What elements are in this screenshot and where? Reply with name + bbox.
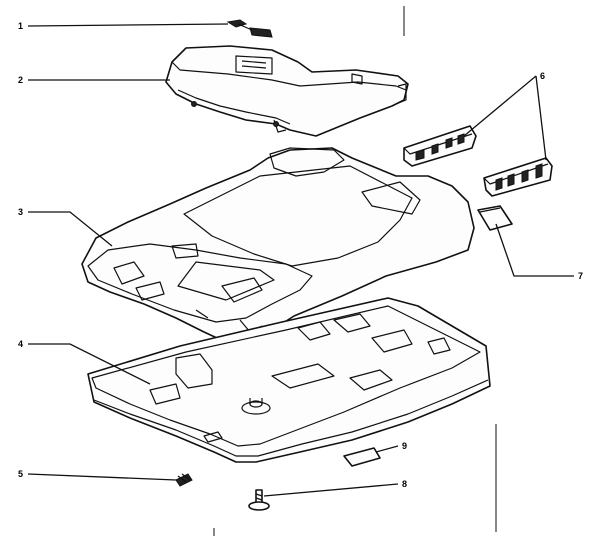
leader-8 <box>263 483 399 497</box>
callout-3: 3 <box>18 207 23 217</box>
callout-5: 5 <box>18 469 23 479</box>
leader-6a <box>463 75 537 137</box>
part-6-bracket-upper <box>403 125 477 167</box>
leader-9 <box>375 445 399 453</box>
leader-6b <box>535 75 547 161</box>
part-4-base-tray <box>87 297 491 463</box>
part-3-main-housing <box>81 147 475 345</box>
leader-lines <box>27 23 574 497</box>
leader-5 <box>27 473 177 481</box>
callout-1: 1 <box>18 21 23 31</box>
callout-2: 2 <box>18 75 23 85</box>
part-8-screw <box>248 489 270 511</box>
edge-marks <box>213 6 497 536</box>
callout-labels: 1 2 3 4 5 6 7 8 9 <box>18 21 583 489</box>
part-7-plate <box>477 205 513 231</box>
leader-7 <box>495 223 574 277</box>
part-5-foot <box>175 473 193 487</box>
leader-1 <box>27 23 229 27</box>
part-9-tab <box>343 447 381 467</box>
leader-4 <box>28 343 151 385</box>
part-2-top-cover <box>165 45 409 137</box>
callout-6: 6 <box>540 71 545 81</box>
callout-7: 7 <box>578 271 583 281</box>
callout-4: 4 <box>18 339 23 349</box>
callout-9: 9 <box>402 441 407 451</box>
part-1-clip <box>226 19 273 38</box>
leader-3 <box>28 211 113 247</box>
part-6-bracket-lower <box>483 157 553 197</box>
callout-8: 8 <box>402 479 407 489</box>
